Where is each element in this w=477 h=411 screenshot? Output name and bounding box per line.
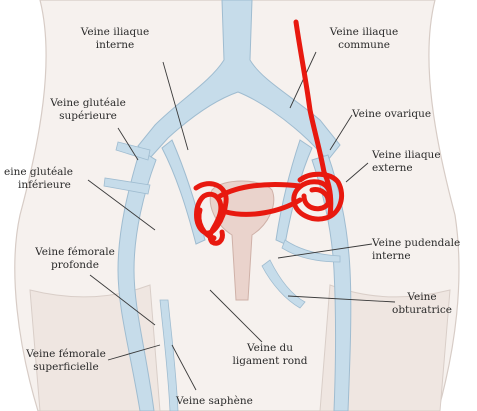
label-glut-sup-line2: supérieure xyxy=(36,110,140,123)
label-lig-rond: Veine du ligament rond xyxy=(222,342,318,368)
label-saphene: Veine saphène xyxy=(176,395,253,408)
label-glut-inf: eine glutéale inférieure xyxy=(4,166,73,192)
label-iliaque-commune: Veine iliaque commune xyxy=(312,26,416,52)
label-pudendale-line1: Veine pudendale xyxy=(372,237,460,250)
label-fem-sup-line2: superficielle xyxy=(12,361,120,374)
label-iliaque-externe-line2: externe xyxy=(372,162,441,175)
label-pudendale: Veine pudendale interne xyxy=(372,237,460,263)
label-fem-prof-line2: profonde xyxy=(20,259,130,272)
label-obturatrice-line1: Veine xyxy=(382,291,462,304)
label-fem-sup-line1: Veine fémorale xyxy=(12,348,120,361)
label-iliaque-commune-line2: commune xyxy=(312,39,416,52)
label-iliaque-interne-line1: Veine iliaque xyxy=(64,26,166,39)
label-fem-prof: Veine fémorale profonde xyxy=(20,246,130,272)
label-iliaque-externe-line1: Veine iliaque xyxy=(372,149,441,162)
label-lig-rond-line1: Veine du xyxy=(222,342,318,355)
label-iliaque-interne: Veine iliaque interne xyxy=(64,26,166,52)
label-ovarique-text: Veine ovarique xyxy=(352,108,431,120)
label-glut-inf-line2: inférieure xyxy=(4,179,73,192)
label-glut-sup-line1: Veine glutéale xyxy=(36,97,140,110)
label-lig-rond-line2: ligament rond xyxy=(222,355,318,368)
label-fem-prof-line1: Veine fémorale xyxy=(20,246,130,259)
label-pudendale-line2: interne xyxy=(372,250,460,263)
label-iliaque-interne-line2: interne xyxy=(64,39,166,52)
label-iliaque-externe: Veine iliaque externe xyxy=(372,149,441,175)
label-glut-inf-line1: eine glutéale xyxy=(4,166,73,179)
label-ovarique: Veine ovarique xyxy=(352,108,431,121)
label-obturatrice: Veine obturatrice xyxy=(382,291,462,317)
label-glut-sup: Veine glutéale supérieure xyxy=(36,97,140,123)
label-iliaque-commune-line1: Veine iliaque xyxy=(312,26,416,39)
label-saphene-text: Veine saphène xyxy=(176,395,253,407)
label-fem-sup: Veine fémorale superficielle xyxy=(12,348,120,374)
label-obturatrice-line2: obturatrice xyxy=(382,304,462,317)
